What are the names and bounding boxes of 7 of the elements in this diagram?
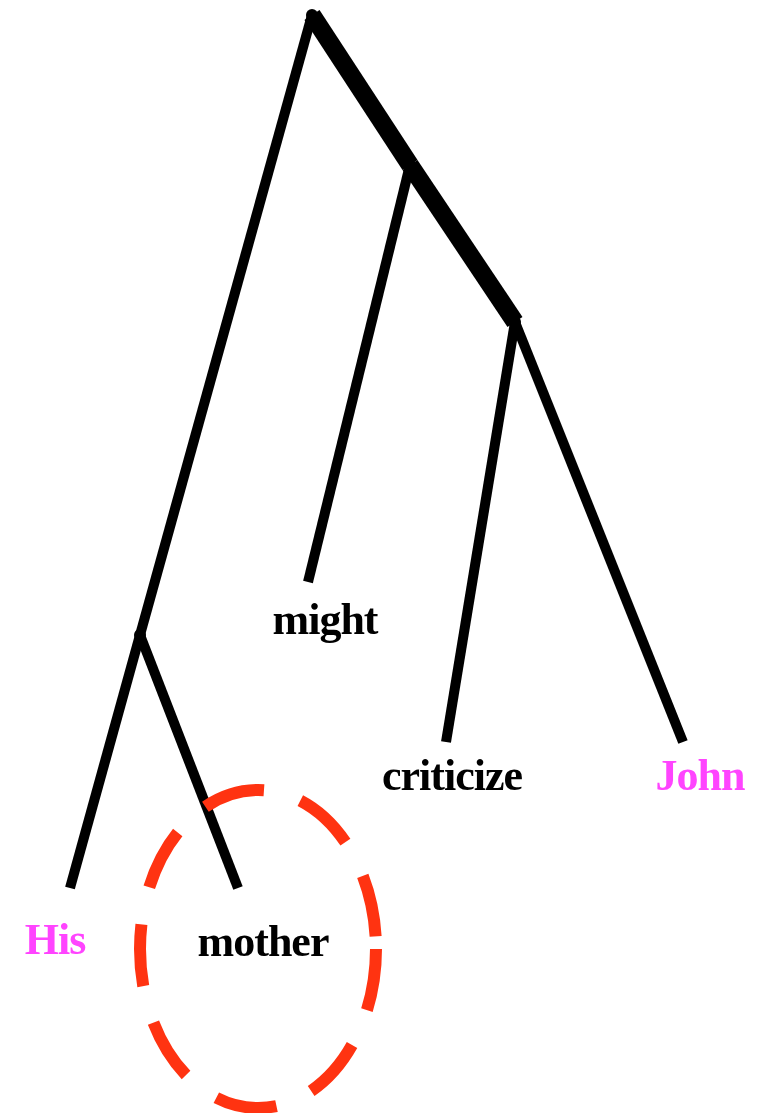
word-label: John [654,752,746,800]
word-label: His [23,916,87,964]
word-label: might [271,596,380,644]
word-label: mother [196,918,330,966]
word-label: criticize [381,752,523,800]
tree-branch [402,160,523,327]
tree-branch [304,10,418,170]
